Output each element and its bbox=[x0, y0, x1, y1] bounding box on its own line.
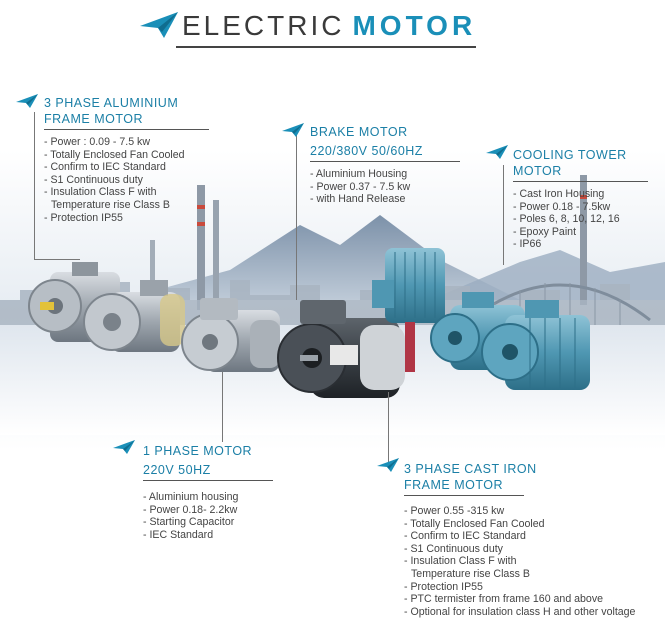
cooling-divider bbox=[513, 181, 648, 182]
cooling-heading-1: COOLING TOWER bbox=[513, 148, 627, 162]
paper-plane-icon bbox=[16, 94, 38, 108]
cooling-tower-motor bbox=[372, 248, 445, 372]
paper-plane-icon bbox=[140, 12, 178, 38]
spec-item: Protection IP55 bbox=[404, 581, 659, 594]
spec-item: Epoxy Paint bbox=[513, 226, 648, 239]
brake-heading-1: BRAKE MOTOR bbox=[310, 125, 408, 139]
title-underline bbox=[176, 46, 476, 48]
leader-cooling bbox=[503, 165, 504, 265]
title-part2: MOTOR bbox=[352, 10, 477, 41]
brake-motor-block: BRAKE MOTOR 220/380V 50/60HZ Aluminium H… bbox=[310, 124, 460, 206]
paper-plane-icon bbox=[377, 458, 399, 472]
single-heading-2: 220V 50HZ bbox=[143, 463, 211, 477]
paper-plane-icon bbox=[486, 145, 508, 159]
spec-item-continued: Temperature rise Class B bbox=[51, 198, 170, 211]
castiron-heading-1: 3 PHASE CAST IRON bbox=[404, 462, 537, 476]
cast-iron-motor-2 bbox=[481, 300, 590, 390]
leader-aluminium-h bbox=[34, 259, 80, 260]
spec-item: Poles 6, 8, 10, 12, 16 bbox=[513, 213, 648, 226]
spec-item: IEC Standard bbox=[143, 529, 273, 542]
spec-item: IP66 bbox=[513, 238, 648, 251]
paper-plane-icon bbox=[282, 123, 304, 137]
spec-item: Totally Enclosed Fan Cooled bbox=[44, 149, 209, 162]
spec-item: with Hand Release bbox=[310, 193, 460, 206]
spec-item: Aluminium housing bbox=[143, 491, 273, 504]
spec-item: S1 Continuous duty bbox=[44, 174, 209, 187]
spec-item: Aluminium Housing bbox=[310, 168, 460, 181]
spec-item: Power 0.18 - 7.5kw bbox=[513, 201, 648, 214]
spec-item: Power 0.18- 2.2kw bbox=[143, 504, 273, 517]
aluminium-divider bbox=[44, 129, 209, 130]
cooling-tower-block: COOLING TOWER MOTOR Cast Iron Housing Po… bbox=[513, 147, 648, 251]
title-part1: ELECTRIC bbox=[182, 10, 345, 41]
leader-single bbox=[222, 372, 223, 442]
brake-divider bbox=[310, 161, 460, 162]
castiron-spec-list: Power 0.55 -315 kw Totally Enclosed Fan … bbox=[404, 505, 659, 618]
brake-motor bbox=[277, 300, 405, 398]
aluminium-spec-list: Power : 0.09 - 7.5 kw Totally Enclosed F… bbox=[44, 136, 209, 224]
castiron-divider bbox=[404, 495, 524, 496]
spec-item: Power 0.37 - 7.5 kw bbox=[310, 181, 460, 194]
spec-item: Confirm to IEC Standard bbox=[404, 530, 659, 543]
single-phase-motor bbox=[181, 298, 280, 372]
single-heading-1: 1 PHASE MOTOR bbox=[143, 444, 253, 458]
cooling-heading-2: MOTOR bbox=[513, 164, 562, 178]
brake-spec-list: Aluminium Housing Power 0.37 - 7.5 kw wi… bbox=[310, 168, 460, 206]
aluminium-heading-1: 3 PHASE ALUMINIUM bbox=[44, 96, 179, 110]
castiron-heading-2: FRAME MOTOR bbox=[404, 478, 504, 492]
single-spec-list: Aluminium housing Power 0.18- 2.2kw Star… bbox=[143, 491, 273, 541]
spec-item: Starting Capacitor bbox=[143, 516, 273, 529]
spec-item: Protection IP55 bbox=[44, 212, 209, 225]
leader-brake bbox=[296, 128, 297, 300]
cast-iron-block: 3 PHASE CAST IRON FRAME MOTOR Power 0.55… bbox=[404, 461, 659, 618]
spec-item: Power : 0.09 - 7.5 kw bbox=[44, 136, 209, 149]
spec-item-continued: Temperature rise Class B bbox=[411, 567, 530, 580]
spec-item: Power 0.55 -315 kw bbox=[404, 505, 659, 518]
leader-castiron bbox=[388, 392, 389, 462]
aluminium-heading-2: FRAME MOTOR bbox=[44, 112, 144, 126]
single-phase-block: 1 PHASE MOTOR 220V 50HZ Aluminium housin… bbox=[143, 443, 273, 541]
paper-plane-icon bbox=[113, 440, 135, 454]
spec-item: Totally Enclosed Fan Cooled bbox=[404, 518, 659, 531]
single-divider bbox=[143, 480, 273, 481]
brake-heading-2: 220/380V 50/60HZ bbox=[310, 144, 423, 158]
leader-aluminium-v bbox=[34, 112, 35, 260]
cooling-spec-list: Cast Iron Housing Power 0.18 - 7.5kw Pol… bbox=[513, 188, 648, 251]
spec-item: Insulation Class F with bbox=[404, 555, 659, 568]
spec-item: S1 Continuous duty bbox=[404, 543, 659, 556]
spec-item: Insulation Class F with bbox=[44, 186, 209, 199]
aluminium-motor-2 bbox=[83, 280, 185, 352]
spec-item: Confirm to IEC Standard bbox=[44, 161, 209, 174]
spec-item: Cast Iron Housing bbox=[513, 188, 648, 201]
aluminium-motor-block: 3 PHASE ALUMINIUM FRAME MOTOR Power : 0.… bbox=[44, 95, 209, 224]
spec-item: PTC termister from frame 160 and above bbox=[404, 593, 659, 606]
spec-item: Optional for insulation class H and othe… bbox=[404, 606, 659, 619]
